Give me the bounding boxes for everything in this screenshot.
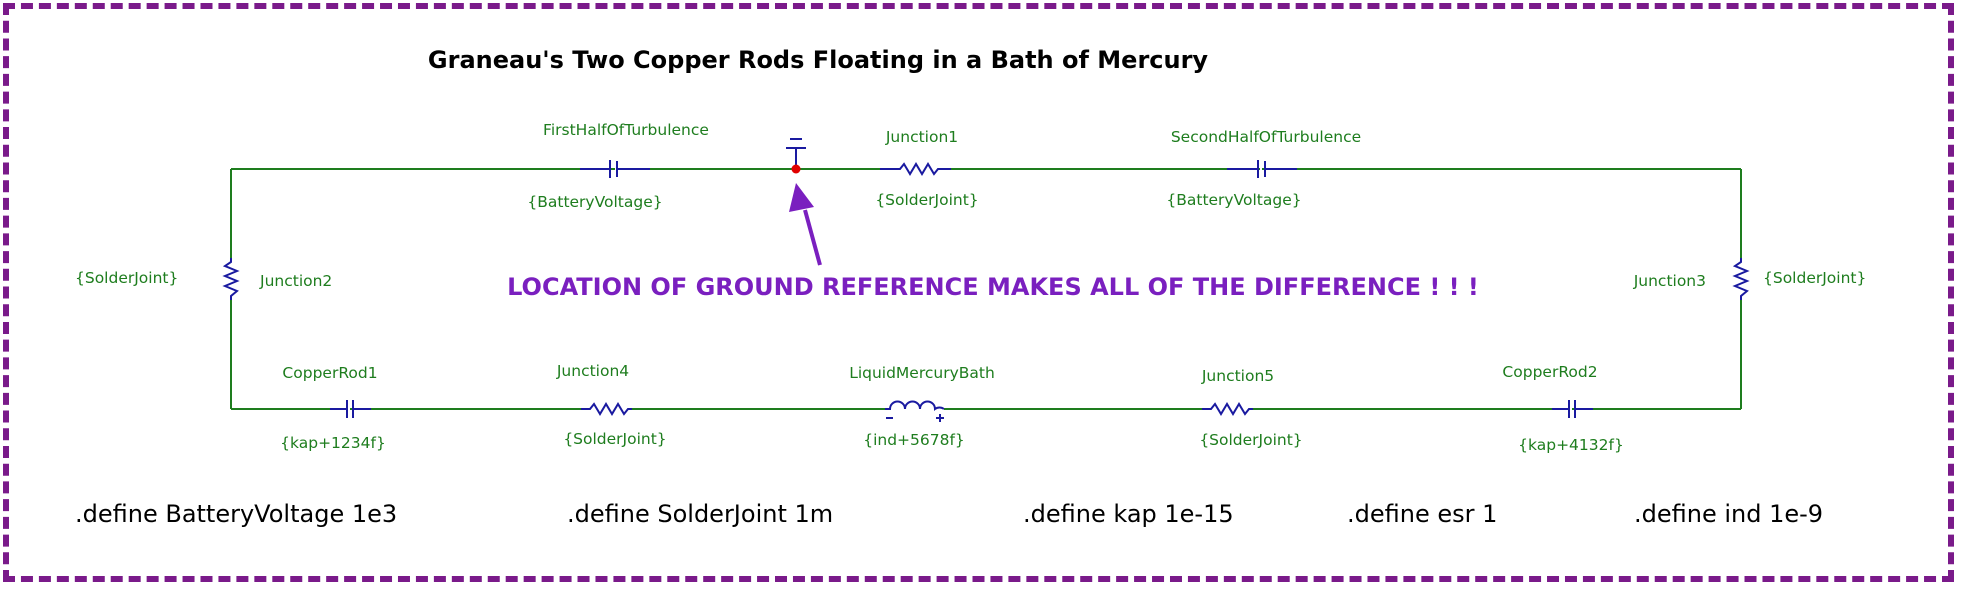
inductor-liquid-mercury-bath xyxy=(885,400,945,422)
value-copper-rod1: {kap+1234f} xyxy=(280,434,386,452)
define-esr: .define esr 1 xyxy=(1347,500,1497,528)
label-junction2: Junction2 xyxy=(259,272,332,290)
value-junction2: {SolderJoint} xyxy=(75,269,178,287)
battery-first-half-turbulence xyxy=(580,160,650,178)
label-junction4: Junction4 xyxy=(556,362,629,380)
define-battery-voltage: .define BatteryVoltage 1e3 xyxy=(75,500,397,528)
value-second-half-turbulence: {BatteryVoltage} xyxy=(1166,191,1301,209)
label-junction5: Junction5 xyxy=(1201,367,1274,385)
battery-second-half-turbulence xyxy=(1227,160,1297,178)
ground-reference-symbol xyxy=(786,138,806,174)
capacitor-copper-rod1 xyxy=(330,400,371,418)
label-copper-rod2: CopperRod2 xyxy=(1502,363,1597,381)
value-junction5: {SolderJoint} xyxy=(1199,431,1302,449)
value-liquid-mercury-bath: {ind+5678f} xyxy=(863,431,965,449)
resistor-junction2 xyxy=(222,258,240,300)
label-first-half-turbulence: FirstHalfOfTurbulence xyxy=(543,121,709,139)
value-junction1: {SolderJoint} xyxy=(875,191,978,209)
resistor-junction5 xyxy=(1202,402,1253,416)
resistor-junction3 xyxy=(1732,258,1750,300)
diagram-title: Graneau's Two Copper Rods Floating in a … xyxy=(428,46,1209,74)
define-solder-joint: .define SolderJoint 1m xyxy=(567,500,833,528)
resistor-junction4 xyxy=(581,402,632,416)
value-junction3: {SolderJoint} xyxy=(1763,269,1866,287)
ground-annotation-text: LOCATION OF GROUND REFERENCE MAKES ALL O… xyxy=(507,273,1479,301)
label-copper-rod1: CopperRod1 xyxy=(282,364,377,382)
define-kap: .define kap 1e-15 xyxy=(1023,500,1234,528)
label-second-half-turbulence: SecondHalfOfTurbulence xyxy=(1171,128,1361,146)
page-border xyxy=(3,3,1954,582)
capacitor-copper-rod2 xyxy=(1552,400,1593,418)
label-liquid-mercury-bath: LiquidMercuryBath xyxy=(849,364,995,382)
value-junction4: {SolderJoint} xyxy=(563,430,666,448)
value-first-half-turbulence: {BatteryVoltage} xyxy=(527,193,662,211)
label-junction3: Junction3 xyxy=(1633,272,1706,290)
value-copper-rod2: {kap+4132f} xyxy=(1518,436,1624,454)
label-junction1: Junction1 xyxy=(885,128,958,146)
resistor-junction1 xyxy=(880,162,951,176)
define-ind: .define ind 1e-9 xyxy=(1634,500,1823,528)
ground-annotation-arrow xyxy=(789,183,822,266)
